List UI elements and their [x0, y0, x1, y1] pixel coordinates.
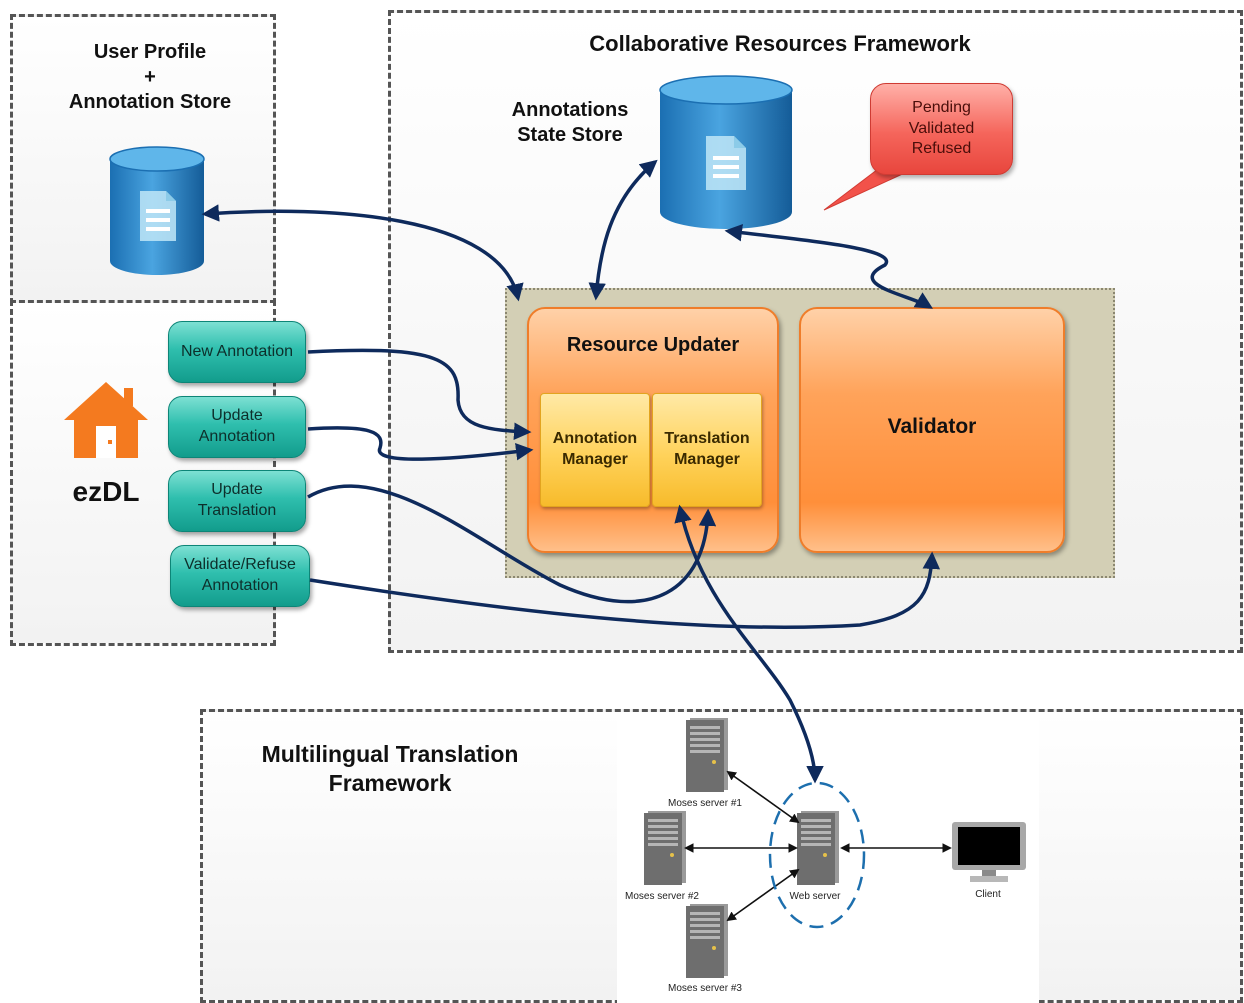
update-translation-button[interactable]: Update Translation: [168, 470, 306, 532]
ezdl-label: ezDL: [72, 476, 140, 507]
status-callout: Pending Validated Refused: [870, 83, 1013, 175]
new-annotation-button[interactable]: New Annotation: [168, 321, 306, 383]
annotations-store-title: Annotations State Store: [511, 99, 629, 146]
moses-server-1-label: Moses server #1: [668, 798, 742, 809]
callout-text: Pending Validated Refused: [908, 98, 975, 158]
document-icon: [706, 136, 746, 190]
validator-title: Validator: [887, 415, 977, 438]
server-icon-moses-2: [644, 811, 686, 885]
server-icon-moses-1: [686, 718, 728, 792]
resource-updater-title: Resource Updater: [566, 334, 740, 356]
web-server-label: Web server: [789, 891, 841, 902]
client-label: Client: [975, 889, 1001, 900]
document-icon: [140, 191, 176, 241]
monitor-icon: [952, 822, 1026, 882]
moses-server-2-label: Moses server #2: [625, 891, 699, 902]
validate-refuse-annotation-button[interactable]: Validate/Refuse Annotation: [170, 545, 310, 607]
user-store-database-icon: [109, 146, 205, 275]
translation-manager-box: Translation Manager: [652, 393, 762, 507]
house-icon: [64, 382, 148, 458]
validator-box: [799, 307, 1065, 553]
update-annotation-button[interactable]: Update Annotation: [168, 396, 306, 458]
server-icon-moses-3: [686, 904, 728, 978]
annotation-manager-box: Annotation Manager: [540, 393, 650, 507]
user-store-title: User Profile + Annotation Store: [68, 41, 232, 113]
moses-server-3-label: Moses server #3: [668, 983, 742, 994]
annotations-state-database-icon: [659, 75, 793, 229]
server-icon-web: [797, 811, 839, 885]
crf-title: Collaborative Resources Framework: [589, 31, 971, 56]
mtf-title: Multilingual Translation Framework: [261, 741, 519, 796]
